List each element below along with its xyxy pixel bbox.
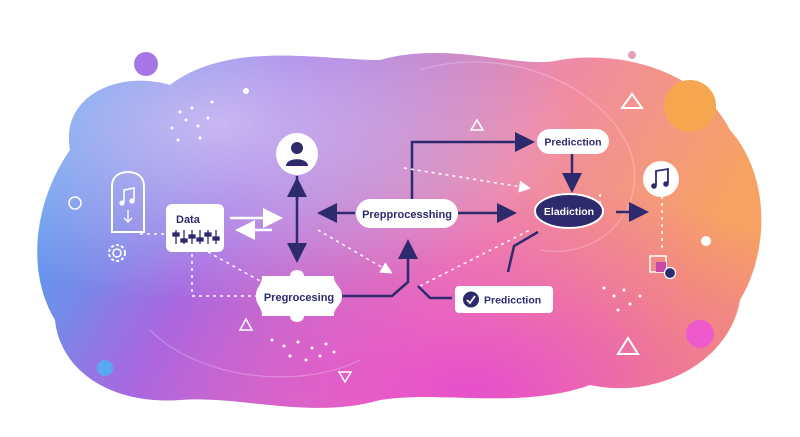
decor-circle xyxy=(97,360,113,376)
decor-circle xyxy=(628,51,636,59)
eladiction-label: Eladiction xyxy=(544,206,594,218)
data-node[interactable]: Data xyxy=(166,204,224,252)
data-node-label: Data xyxy=(176,214,201,226)
dot-cluster xyxy=(602,286,642,312)
dot-cluster xyxy=(270,338,336,362)
decor-circle xyxy=(701,236,711,246)
gear-icon xyxy=(108,244,126,262)
triangle-icon xyxy=(238,317,254,331)
decor-circle xyxy=(243,88,249,94)
pregrocesing-node[interactable]: Pregrocesing xyxy=(256,270,342,322)
music-note-icon[interactable] xyxy=(643,161,679,197)
triangle-icon xyxy=(616,336,640,355)
music-tag xyxy=(111,170,145,233)
prediction-top-label: Predicction xyxy=(544,137,601,149)
dot-cluster xyxy=(170,100,214,142)
user-icon[interactable] xyxy=(276,133,318,175)
decor-circle xyxy=(664,80,716,132)
shapes-icon xyxy=(649,255,677,280)
music-note-icon xyxy=(119,187,135,206)
pregrocesing-label: Pregrocesing xyxy=(264,292,334,304)
preprocessing-node[interactable]: Prepprocesshing xyxy=(356,199,458,228)
sliders-icon xyxy=(172,230,220,244)
checkmark-icon xyxy=(463,291,479,308)
prediction-top-node[interactable]: Predicction xyxy=(537,129,609,154)
connector-lines xyxy=(140,132,663,300)
decor-circle xyxy=(68,196,82,210)
arrow-down-icon xyxy=(123,210,133,223)
prediction-bottom-node[interactable]: Predicction xyxy=(455,286,553,313)
triangle-icon xyxy=(469,118,485,131)
triangle-icon xyxy=(620,92,644,109)
prediction-bottom-label: Predicction xyxy=(484,295,541,307)
eladiction-node[interactable]: Eladiction xyxy=(534,193,604,229)
decor-circle xyxy=(134,52,158,76)
decor-circle xyxy=(686,320,714,348)
background-blob xyxy=(37,52,762,408)
preprocessing-label: Prepprocesshing xyxy=(362,209,452,221)
triangle-icon xyxy=(337,371,353,384)
